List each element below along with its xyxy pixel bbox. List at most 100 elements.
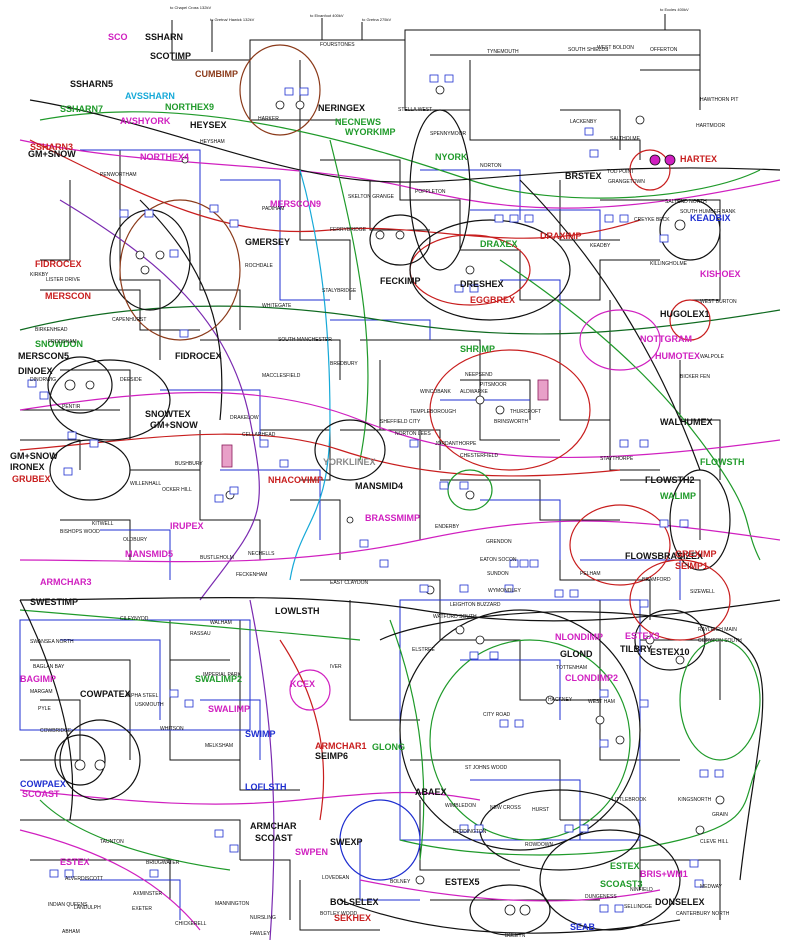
switchgear-box (259, 439, 269, 448)
boundary-label: KCEX (290, 679, 316, 689)
switchgear-box (429, 74, 439, 83)
feed-label: to Gretna 275kV (362, 17, 392, 22)
switchgear-box (564, 824, 574, 833)
boundary-curve-green7 (39, 799, 231, 871)
boundary-curve-magenta2 (19, 391, 781, 459)
boundary-label: GRUBEX (12, 474, 51, 484)
boundary-label: SSHARN7 (60, 104, 104, 114)
switchgear-box (27, 379, 37, 388)
boundary-label: LOFLSTH (245, 782, 287, 792)
boundary-label: SHRIMP (460, 344, 496, 354)
substation-label: OCKER HILL (162, 487, 192, 493)
substation-label: KINGSNORTH (678, 797, 712, 803)
substation-label: WILLENHALL (130, 481, 162, 487)
switchgear-box (659, 519, 669, 528)
substation-label: CORYTON SOUTH (698, 638, 742, 644)
boundary-label: SWIMP (245, 729, 276, 739)
substation-label: ALDWARKE (460, 389, 488, 395)
substation-label: BIRKENHEAD (35, 327, 68, 333)
boundary-curve-green2 (329, 139, 369, 461)
boundary-label: HUMOTEX (655, 351, 700, 361)
substation-label: BRIDGWATER (146, 860, 180, 866)
switchgear-box (214, 829, 224, 838)
boundary-curve-black6 (339, 899, 681, 934)
substation-label: STELLA WEST (398, 107, 433, 113)
switchgear-box (639, 599, 649, 608)
switchgear-box (419, 584, 429, 593)
switchgear-box (214, 494, 224, 503)
substation-label: NORTON LEES (395, 431, 431, 437)
boundary-curve-magenta4 (19, 789, 481, 805)
switchgear-box (584, 127, 594, 136)
substation-label: EXETER (132, 906, 153, 912)
boundary-label: SEIMP1 (675, 561, 709, 571)
switchgear-box (49, 869, 59, 878)
substation-label: MELKSHAM (205, 743, 234, 749)
boundary-curve-magenta6 (19, 829, 201, 931)
boundary-label: AVSHYORK (120, 116, 171, 126)
boundary-label: FLOWSTH (700, 457, 745, 467)
switchgear-box (459, 584, 469, 593)
substation-label: MANNINGTON (215, 901, 250, 907)
boundary-curve-black (29, 99, 781, 183)
substation-label: CELLARHEAD (242, 432, 276, 438)
boundary-label: NORTHEX9 (165, 102, 215, 112)
substation-label: BRINSWORTH (494, 419, 529, 425)
boundary-label: SWALIMP2 (195, 674, 243, 684)
switchgear-box (39, 391, 49, 400)
boundary-label: BOLSELEX (330, 897, 379, 907)
switchgear-box (229, 486, 239, 495)
pink-bus-sections (221, 379, 549, 468)
boundary-label: IRONEX (10, 462, 45, 472)
substation-label: SOUTH MANCHESTER (278, 337, 332, 343)
boundary-label: ESTEX10 (650, 647, 690, 657)
substation-label: BREDBURY (330, 361, 358, 367)
boundary-label: SSHARN (145, 32, 184, 42)
boundary-label: YORKLINEX (323, 457, 376, 467)
substation-label: BEDDINGTON (453, 829, 487, 835)
switchgear-box (444, 74, 454, 83)
substation-label: SKELTON GRANGE (348, 194, 394, 200)
substation-label: PADIHAM (262, 206, 285, 212)
substation-label: ALPHA STEEL (125, 693, 159, 699)
substation-label: LITTLEBROOK (612, 797, 647, 803)
substation-label: BRAMFORD (642, 577, 671, 583)
substation-label: GRENDON (486, 539, 512, 545)
switchgear-box (694, 879, 704, 888)
boundary-curve-magenta5 (359, 879, 661, 902)
boundary-label: DONSELEX (655, 897, 705, 907)
boundary-curve-magenta (19, 139, 781, 209)
boundary-label: MANSMID4 (355, 481, 404, 491)
switchgear-box (639, 439, 649, 448)
substation-label: KIRKBY (30, 272, 49, 278)
boundary-label: FECKIMP (380, 276, 421, 286)
switchgear-box (89, 439, 99, 448)
substation-label: DINORWIG (30, 377, 57, 383)
switchgear-box (454, 284, 464, 293)
substation-label: LEIGHTON BUZZARD (450, 602, 501, 608)
switchgear-box (469, 651, 479, 660)
substation-label: TOD POINT (607, 169, 635, 175)
switchgear-box (509, 559, 519, 568)
substation-label: EATON SOCON (480, 557, 517, 563)
switchgear-box (504, 584, 514, 593)
boundary-label: GM+SNOW (28, 149, 76, 159)
boundary-label: CLONDIMP2 (565, 673, 619, 683)
boundary-label: BRSTEX (565, 171, 602, 181)
switchgear-box (409, 439, 419, 448)
boundary-label: KISHOEX (700, 269, 741, 279)
switchgear-box (524, 214, 534, 223)
boundary-curve-red3 (279, 639, 325, 821)
boundary-label: DINOEX (18, 366, 53, 376)
switchgear-box (514, 719, 524, 728)
substation-label: KITWELL (92, 521, 114, 527)
substation-label: HURST (532, 807, 550, 813)
boundary-label: ESTEX (610, 861, 640, 871)
substation-label: CLEVE HILL (700, 839, 729, 845)
switchgear-box (599, 904, 609, 913)
switchgear-box (379, 559, 389, 568)
substation-label: MEDWAY (700, 884, 722, 890)
boundary-label: SCOAST (255, 833, 293, 843)
boundary-label: FLOWSBRASIZEX (625, 551, 703, 561)
